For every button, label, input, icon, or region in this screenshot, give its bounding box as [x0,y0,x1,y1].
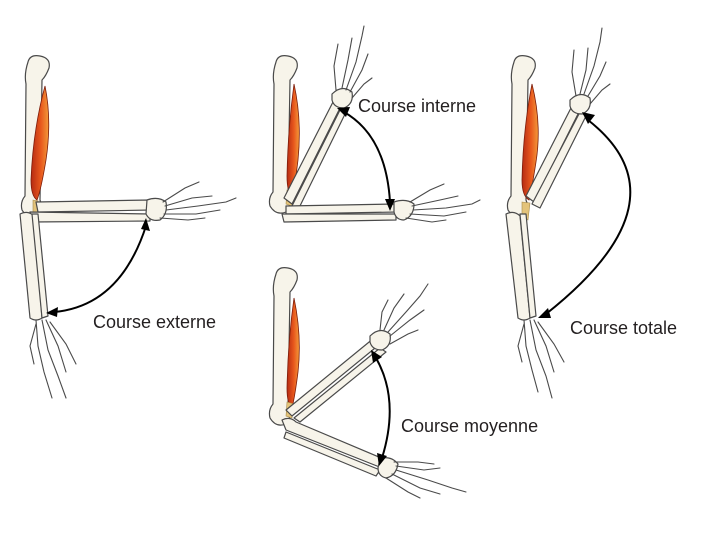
arrowhead-top [582,112,595,124]
arrowhead-bottom [377,453,387,466]
biceps-muscle [30,85,50,201]
hand-bones [331,25,373,109]
arrowhead-top [337,107,350,117]
lower-forearm-bones [281,183,481,223]
hand-bones [145,181,237,221]
arrowhead-top [141,218,150,231]
label-course-totale: Course totale [570,318,677,338]
arrowhead-bottom [538,308,551,318]
panel-course-externe: Course externe [19,55,237,399]
label-course-externe: Course externe [93,312,216,332]
biceps-muscle [521,83,539,201]
arrowhead-bottom [385,199,395,211]
arrowhead-bottom [46,307,58,317]
lower-forearm-bones [281,417,467,499]
range-arrow [343,111,391,203]
panel-course-totale: Course totale [505,27,677,399]
raised-forearm-bones [525,27,611,209]
hanging-arm-bones [19,211,77,399]
range-arrow [545,119,632,315]
forearm-bones [285,337,387,423]
label-course-interne: Course interne [358,96,476,116]
panel-course-moyenne: Course moyenne [268,267,538,499]
label-course-moyenne: Course moyenne [401,416,538,436]
hand-bones [369,283,429,351]
hanging-arm-bones [505,211,565,399]
range-arrow [375,357,391,459]
range-arrow [53,225,147,313]
arrowhead-top [371,350,382,363]
forearm-bones [29,199,153,223]
panel-course-interne: Course interne [268,25,481,223]
